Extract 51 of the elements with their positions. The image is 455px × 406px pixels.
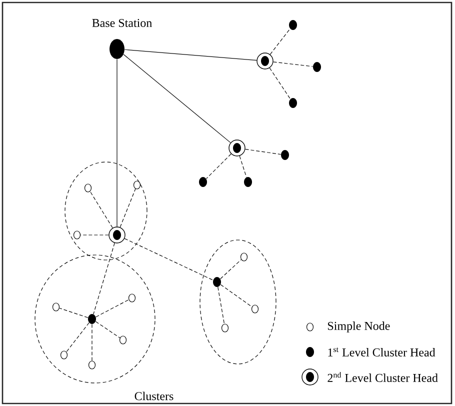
dashed-line — [120, 188, 136, 228]
dashed-line — [59, 308, 88, 318]
small-circle — [84, 184, 92, 192]
dashed-line — [239, 156, 247, 178]
dot — [213, 277, 221, 287]
text-label: Clusters — [134, 392, 174, 400]
dashed-line — [90, 191, 113, 228]
dashed-ellipse — [200, 240, 276, 364]
dashed-line — [66, 322, 90, 352]
small-circle — [128, 294, 136, 302]
small-circle — [221, 324, 229, 332]
dot — [281, 150, 289, 160]
dashed-ellipse — [34, 254, 156, 384]
dashed-line — [80, 234, 109, 236]
small-circle — [240, 252, 248, 262]
dashed-line — [93, 242, 115, 314]
ringed-dot — [108, 226, 126, 244]
dashed-ellipse — [64, 162, 148, 260]
dashed-line — [269, 68, 291, 100]
dashed-line — [206, 154, 232, 180]
dashed-line — [96, 299, 130, 318]
ringed-dot — [256, 52, 274, 70]
dot — [88, 314, 96, 324]
dot — [289, 20, 297, 30]
connection-line — [116, 58, 118, 227]
dot — [289, 98, 297, 108]
small-circle — [60, 350, 68, 360]
dashed-line — [220, 259, 242, 280]
legend-label: Simple Node — [328, 322, 390, 332]
dot — [244, 177, 252, 187]
dashed-line — [244, 148, 282, 155]
dashed-line — [270, 28, 290, 55]
dashed-line — [218, 286, 225, 324]
small-circle — [133, 180, 141, 190]
legend-label: 1$^{st}$ Level Cluster Head — [328, 348, 436, 356]
ringed-dot — [228, 140, 246, 156]
dashed-line — [124, 238, 214, 280]
small-circle — [251, 304, 259, 314]
dashed-line — [273, 62, 314, 67]
dot — [313, 62, 321, 72]
small-circle — [73, 230, 81, 240]
node-label: Base Station — [92, 18, 152, 28]
dashed-line — [220, 284, 252, 308]
legend-label: 2$^{nd}$ Level Cluster Head — [328, 372, 438, 382]
small-circle — [119, 336, 127, 344]
small-circle — [52, 302, 60, 312]
connection-line — [123, 54, 231, 143]
connection-line — [124, 49, 257, 61]
dot — [199, 177, 207, 187]
dashed-line — [95, 321, 120, 338]
small-circle — [88, 360, 96, 370]
